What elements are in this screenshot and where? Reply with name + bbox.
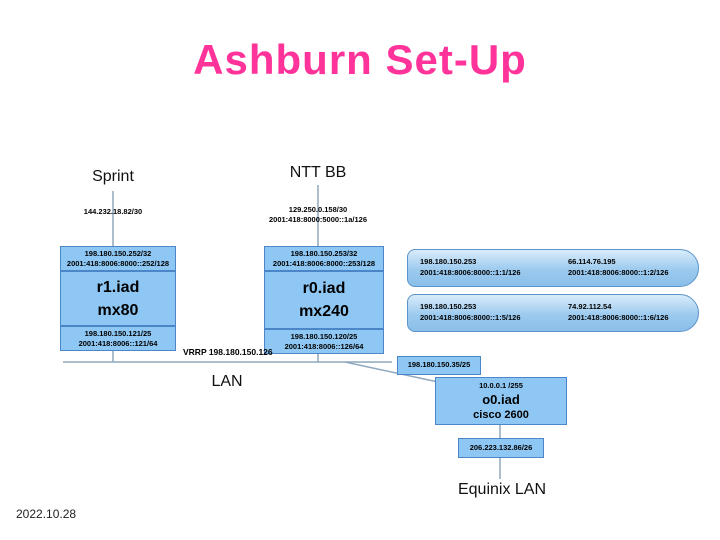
tunnel-1-near-v6: 2001:418:8006:8000::1:1/126 — [420, 267, 521, 277]
tunnel-2-far-v4: 74.92.112.54 — [568, 302, 612, 311]
r0-model: mx240 — [299, 303, 349, 321]
r0-loopback-box: 198.180.150.253/32 2001:418:8006:8000::2… — [264, 246, 384, 271]
equinix-v4: 206.223.132.86/26 — [469, 443, 533, 452]
tunnel-1-near: 198.180.150.253 2001:418:8006:8000::1:1/… — [420, 257, 521, 278]
r1-loopback-v6: 2001:418:8006:8000::252/128 — [66, 258, 170, 268]
o0-name: o0.iad — [482, 391, 520, 407]
r1-lan-v6: 2001:418:8006::121/64 — [78, 338, 158, 348]
r1-router-box: r1.iad mx80 — [60, 271, 176, 326]
r0-lan-ip-box: 198.180.150.120/25 2001:418:8006::126/64 — [264, 329, 384, 354]
label-sprint: Sprint — [92, 168, 134, 185]
r1-name: r1.iad — [96, 279, 140, 296]
label-lan: LAN — [211, 373, 243, 390]
tunnel-1-near-v4: 198.180.150.253 — [420, 257, 477, 266]
tunnel-2-near-v6: 2001:418:8006:8000::1:5/126 — [420, 312, 521, 322]
r1-lan-v4: 198.180.150.121/25 — [84, 329, 152, 338]
r0-router-box: r0.iad mx240 — [264, 271, 384, 329]
r0-loopback-v4: 198.180.150.253/32 — [290, 249, 358, 258]
r1-model: mx80 — [97, 302, 139, 320]
ntt-link-ipv4: 129.250.0.158/30 — [288, 205, 348, 214]
r0-lan-v4: 198.180.150.120/25 — [290, 332, 358, 341]
o0-model: cisco 2600 — [473, 409, 529, 422]
o0-router-box: 10.0.0.1 /255 o0.iad cisco 2600 — [435, 377, 567, 425]
tunnel-1-far-v4: 66.114.76.195 — [568, 257, 616, 266]
slide-title: Ashburn Set-Up — [193, 36, 527, 83]
tunnel-2-cylinder: 198.180.150.253 2001:418:8006:8000::1:5/… — [407, 294, 699, 332]
tunnel-1-far: 66.114.76.195 2001:418:8006:8000::1:2/12… — [568, 257, 669, 278]
slide-date: 2022.10.28 — [16, 507, 77, 521]
o0-uplink-v4: 198.180.150.35/25 — [407, 360, 471, 369]
tunnel-1-cylinder: 198.180.150.253 2001:418:8006:8000::1:1/… — [407, 249, 699, 287]
r0-name: r0.iad — [302, 280, 346, 297]
r1-loopback-box: 198.180.150.252/32 2001:418:8006:8000::2… — [60, 246, 176, 271]
vrrp-label: VRRP 198.180.150.126 — [183, 347, 273, 357]
equinix-ip-box: 206.223.132.86/26 — [458, 438, 544, 458]
r0-lan-v6: 2001:418:8006::126/64 — [284, 341, 364, 351]
tunnel-2-near: 198.180.150.253 2001:418:8006:8000::1:5/… — [420, 302, 521, 323]
tunnel-1-far-v6: 2001:418:8006:8000::1:2/126 — [568, 267, 669, 277]
sprint-link-ipv4: 144.232.18.82/30 — [83, 207, 143, 216]
r1-loopback-v4: 198.180.150.252/32 — [84, 249, 152, 258]
r1-lan-ip-box: 198.180.150.121/25 2001:418:8006::121/64 — [60, 326, 176, 351]
tunnel-2-far: 74.92.112.54 2001:418:8006:8000::1:6/126 — [568, 302, 669, 323]
r0-loopback-v6: 2001:418:8006:8000::253/128 — [272, 258, 376, 268]
ntt-link-ipv6: 2001:418:8000:5000::1a/126 — [269, 215, 367, 224]
label-equinix-lan: Equinix LAN — [457, 481, 547, 498]
tunnel-2-near-v4: 198.180.150.253 — [420, 302, 477, 311]
label-ntt-bb: NTT BB — [289, 164, 347, 181]
tunnel-2-far-v6: 2001:418:8006:8000::1:6/126 — [568, 312, 669, 322]
o0-inside-v4: 10.0.0.1 /255 — [479, 381, 523, 390]
o0-uplink-ip-box: 198.180.150.35/25 — [397, 356, 481, 375]
